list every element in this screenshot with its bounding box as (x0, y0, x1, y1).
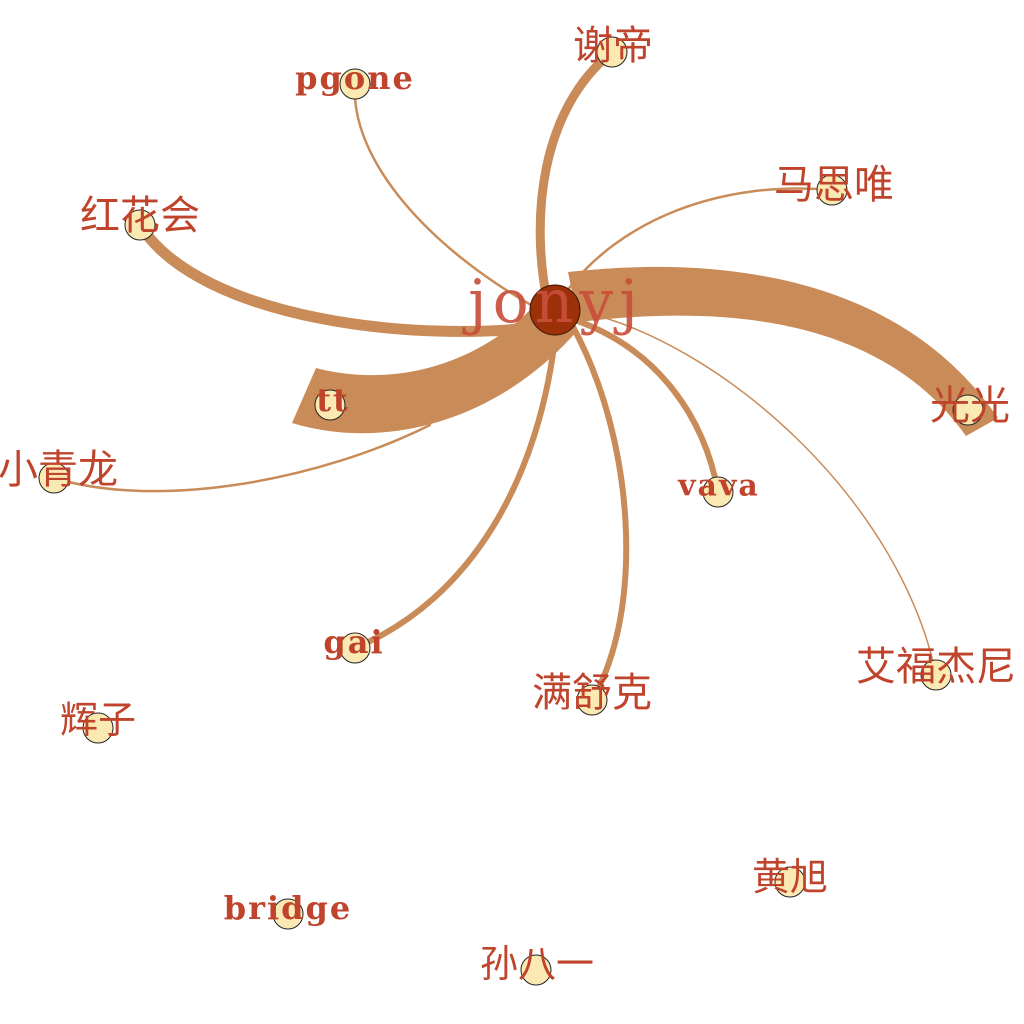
edge-jonyj-masiwei (564, 187, 834, 294)
label-huizi: 辉子 (60, 698, 136, 742)
label-guangguang: 光光 (930, 383, 1010, 429)
label-sunbayi: 孙八一 (480, 942, 594, 986)
label-manshuke: 满舒克 (532, 670, 652, 716)
node-pgone[interactable] (339, 68, 371, 100)
label-xiedi: 谢帝 (573, 23, 653, 69)
edge-jonyj-manshuke (569, 322, 630, 703)
edge-jonyj-gai (352, 327, 559, 651)
edge-jonyj-honghua (134, 219, 560, 337)
node-huangxu[interactable] (774, 866, 806, 898)
node-hub-jonyj[interactable] (529, 284, 581, 336)
label-bridge: bridge (224, 889, 353, 927)
edge-jonyj-guangguang (568, 266, 998, 436)
node-gai[interactable] (339, 632, 371, 664)
node-bridge[interactable] (272, 898, 304, 930)
label-aifu: 艾福杰尼 (856, 644, 1016, 690)
node-aifu[interactable] (920, 659, 952, 691)
hub-label: jonyj (462, 267, 644, 337)
node-honghua[interactable] (124, 209, 156, 241)
edge-jonyj-xiedi (535, 47, 617, 310)
edge-jonyj-aifu (574, 309, 937, 676)
node-sunbayi[interactable] (520, 954, 552, 986)
label-xiaoqing: 小青龙 (0, 447, 118, 493)
edge-jonyj-vava (572, 317, 721, 495)
node-huizi[interactable] (82, 712, 114, 744)
label-honghua: 红花会 (80, 193, 200, 239)
node-xiaoqing[interactable] (38, 462, 70, 494)
label-huangxu: 黄旭 (752, 855, 828, 899)
label-masiwei: 马思唯 (774, 162, 894, 208)
edge-jonyj-pgone (353, 82, 542, 312)
edges-layer (52, 47, 998, 703)
node-vava[interactable] (702, 476, 734, 508)
node-manshuke[interactable] (576, 684, 608, 716)
node-tt[interactable] (314, 389, 346, 421)
labels-layer: jonyj 谢帝 pgone 马思唯 红花会 光光 tt 小青龙 vava ga… (0, 23, 1016, 986)
node-masiwei[interactable] (816, 174, 848, 206)
edge-jonyj-xiaoqing (52, 423, 432, 493)
nodes-layer (38, 36, 984, 986)
label-tt: tt (316, 381, 350, 419)
label-vava: vava (677, 469, 760, 504)
node-xiedi[interactable] (596, 36, 628, 68)
node-guangguang[interactable] (952, 394, 984, 426)
label-pgone: pgone (295, 59, 415, 97)
label-gai: gai (323, 623, 384, 661)
